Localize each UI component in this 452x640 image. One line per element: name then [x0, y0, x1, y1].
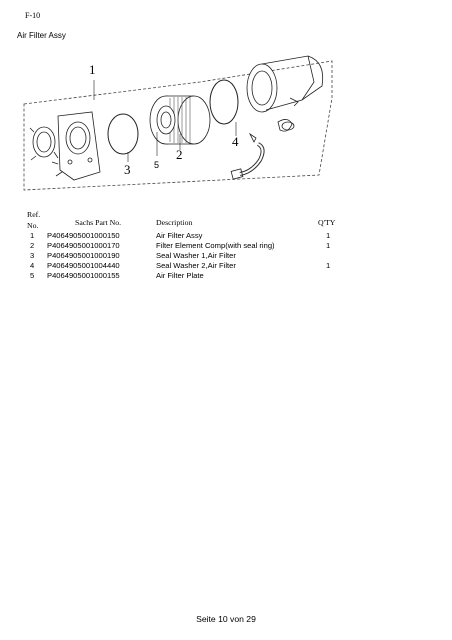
figure-code: F-10	[25, 11, 41, 20]
header-qty: Q'TY	[318, 218, 336, 227]
row-3-part-no: P4064905001000190	[47, 251, 120, 260]
callout-1: 1	[89, 62, 96, 77]
row-1-description: Air Filter Assy	[156, 231, 203, 240]
row-4-ref: 4	[30, 261, 35, 270]
row-2-ref: 2	[30, 241, 35, 250]
callout-5: 5	[154, 160, 159, 170]
row-4-part-no: P4064905001004440	[47, 261, 120, 270]
row-2-part-no: P4064905001000170	[47, 241, 120, 250]
row-5-part-no: P4064905001000155	[47, 271, 120, 280]
header-ref-line2: No.	[27, 221, 39, 230]
row-1-ref: 1	[30, 231, 35, 240]
exploded-parts-diagram: 1 5 2 3 4	[23, 55, 333, 191]
header-description: Description	[156, 218, 193, 227]
seal-washer-1-part	[107, 113, 139, 155]
figure-title: Air Filter Assy	[17, 31, 66, 40]
row-2-qty: 1	[326, 241, 331, 250]
filter-housing-part	[230, 55, 324, 180]
header-part-no: Sachs Part No.	[75, 218, 122, 227]
row-5-description: Air Filter Plate	[156, 271, 204, 280]
seal-washer-2-part	[209, 79, 239, 125]
filter-element-part	[149, 95, 211, 145]
row-1-qty: 1	[326, 231, 331, 240]
assembly-outline	[23, 60, 333, 191]
callout-4: 4	[232, 134, 239, 149]
callout-2: 2	[176, 147, 183, 162]
callout-3: 3	[124, 162, 131, 177]
row-4-description: Seal Washer 2,Air Filter	[156, 261, 236, 270]
row-5-ref: 5	[30, 271, 35, 280]
page-number: Seite 10 von 29	[196, 614, 256, 624]
row-3-description: Seal Washer 1,Air Filter	[156, 251, 236, 260]
filter-plate-part	[29, 111, 101, 181]
row-1-part-no: P4064905001000150	[47, 231, 120, 240]
row-3-ref: 3	[30, 251, 35, 260]
row-2-description: Filter Element Comp(with seal ring)	[156, 241, 275, 250]
row-4-qty: 1	[326, 261, 331, 270]
callout-leaders	[93, 80, 237, 162]
header-ref-line1: Ref.	[27, 210, 41, 219]
